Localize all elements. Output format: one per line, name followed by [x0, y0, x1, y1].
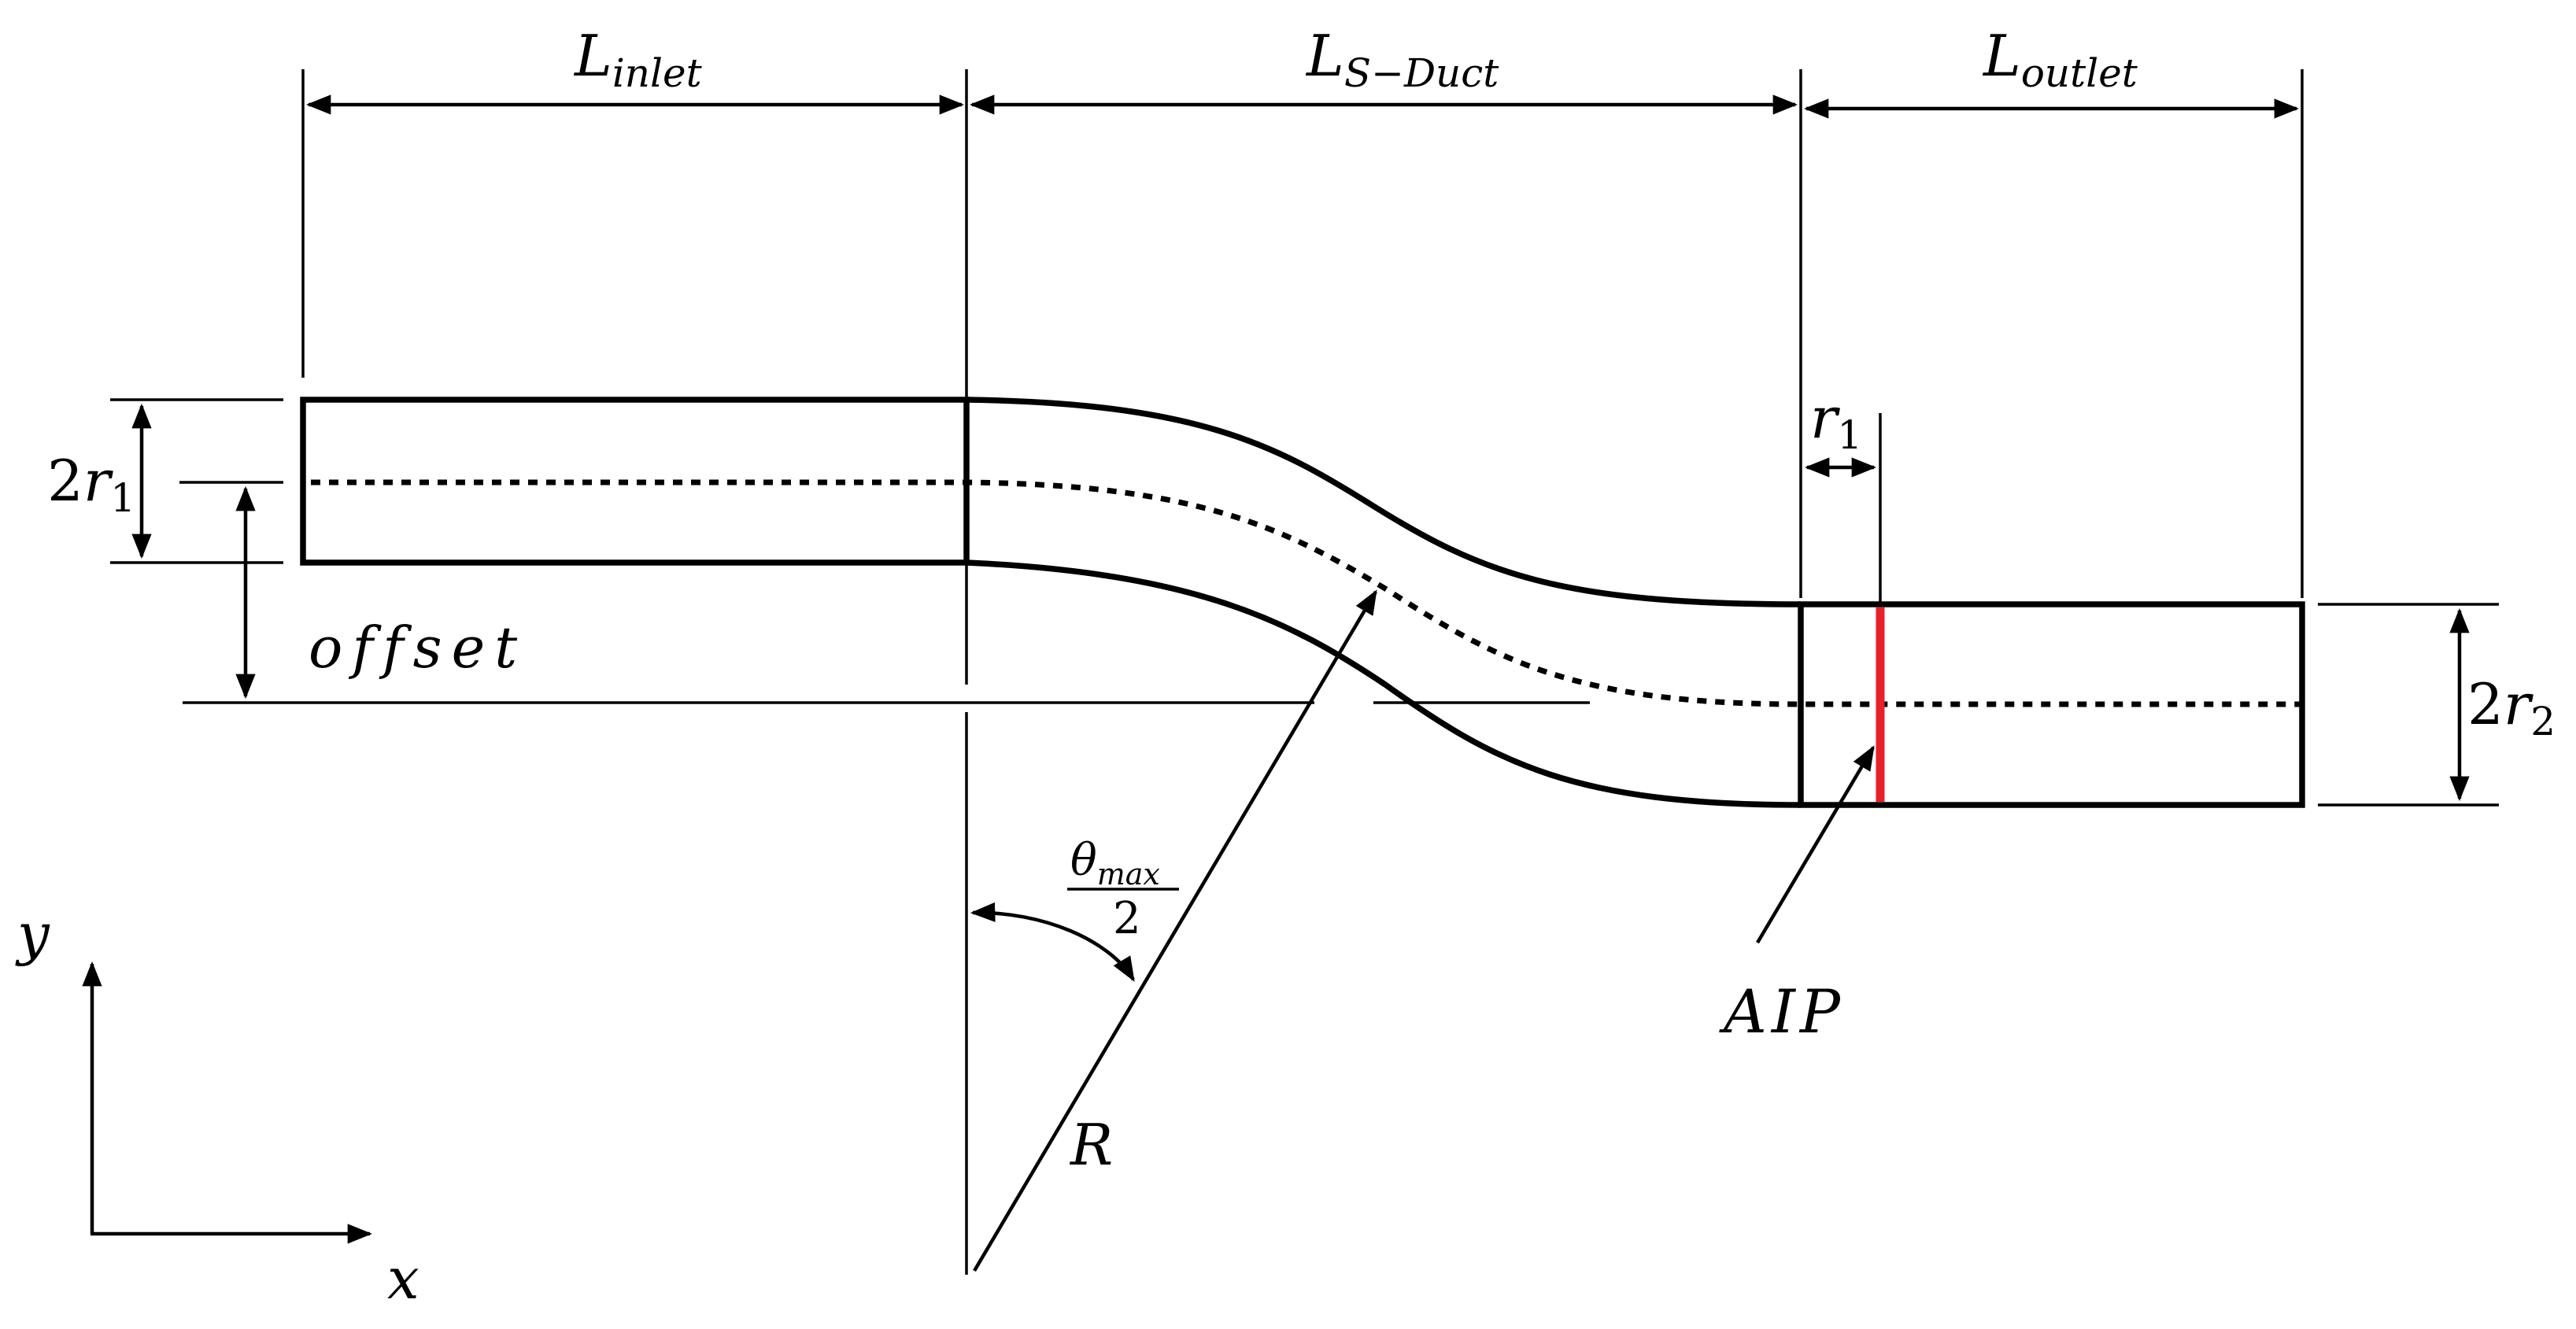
bend-angle-symbol: θ: [1070, 835, 1097, 886]
inlet-diameter-factor: 2: [47, 448, 83, 514]
inlet-diameter-label: 2r1: [47, 448, 135, 521]
inlet-length-label: Linlet: [573, 23, 703, 96]
bend-angle-numerator: θmax: [1070, 835, 1160, 892]
aip-distance-subscript: 1: [1837, 412, 1862, 458]
sduct-length-subscript: S−Duct: [1344, 50, 1499, 96]
sduct-upper-wall: [966, 397, 1802, 607]
offset-label: offset: [309, 615, 527, 681]
outlet-length-symbol: L: [1982, 23, 2021, 89]
outlet-diameter-symbol: r: [2504, 671, 2533, 737]
y-axis-label: y: [15, 901, 50, 967]
aip-pointer-arrow: [1756, 745, 1875, 944]
bend-radius-label: R: [1069, 1112, 1113, 1178]
bend-radius-line: [973, 589, 1377, 1272]
outlet-diameter-factor: 2: [2467, 671, 2504, 737]
bend-angle-arc-arrow: [970, 902, 1135, 982]
aip-distance-symbol: r: [1810, 385, 1840, 451]
inlet-length-subscript: inlet: [612, 50, 703, 96]
bend-angle-subscript: max: [1097, 857, 1160, 892]
outlet-diameter-subscript: 2: [2530, 699, 2556, 744]
outlet-length-subscript: outlet: [2021, 50, 2138, 96]
sduct-length-symbol: L: [1305, 23, 1344, 89]
duct-centerline: [311, 479, 2302, 707]
bend-angle-denominator: 2: [1113, 893, 1141, 944]
inlet-diameter-symbol: r: [83, 448, 113, 514]
aip-distance-label: r1: [1810, 385, 1862, 458]
sduct-length-label: LS−Duct: [1305, 23, 1499, 96]
sduct-lower-wall: [966, 559, 1802, 808]
outlet-diameter-label: 2r2: [2467, 671, 2556, 744]
aip-label: AIP: [1719, 976, 1845, 1047]
x-axis-label: x: [387, 1246, 419, 1312]
outlet-length-label: Loutlet: [1982, 23, 2138, 96]
inlet-diameter-subscript: 1: [110, 475, 135, 521]
inlet-length-symbol: L: [573, 23, 612, 89]
